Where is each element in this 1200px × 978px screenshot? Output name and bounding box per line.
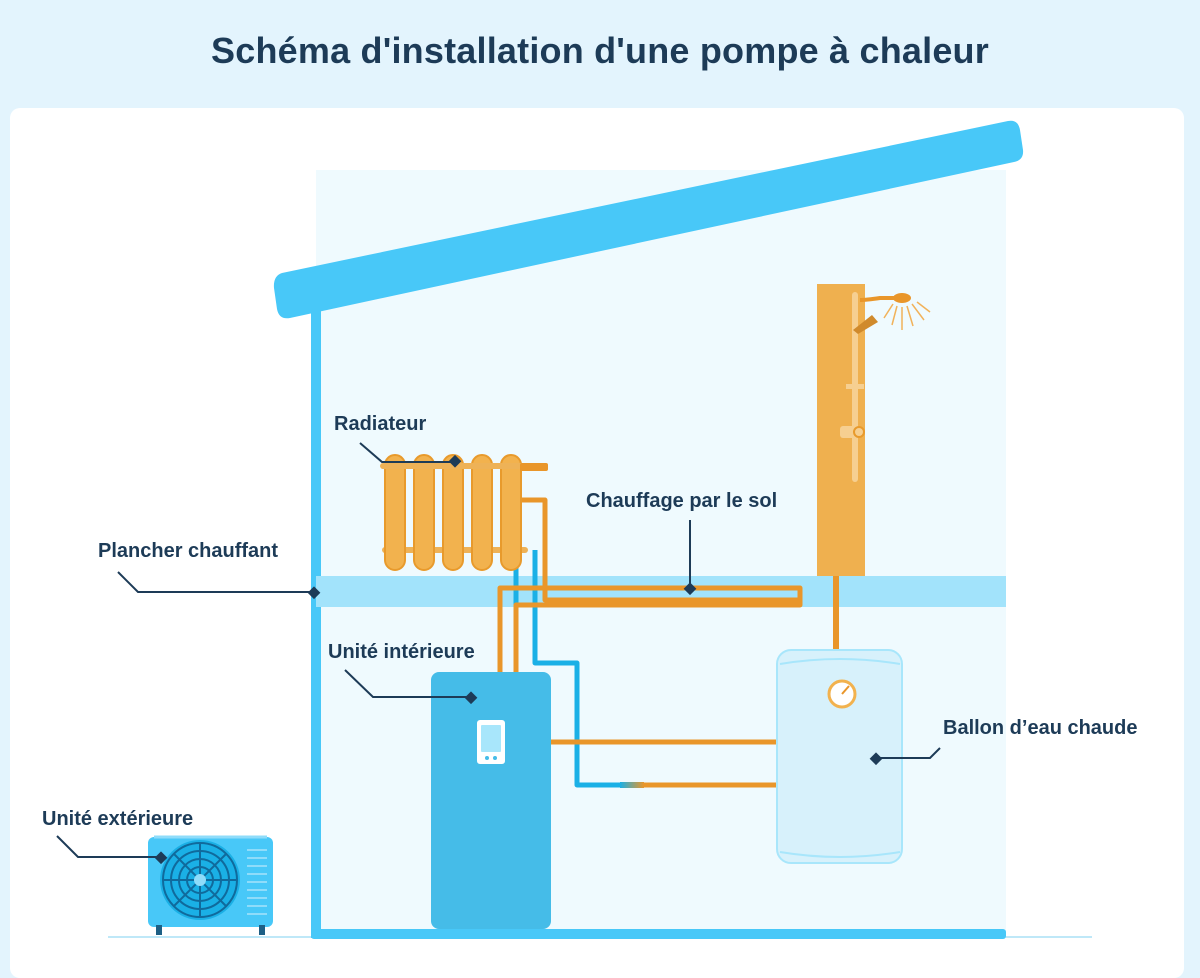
roof [273,120,1024,319]
label-unite-interieure: Unité intérieure [328,641,475,663]
page-title: Schéma d'installation d'une pompe à chal… [211,30,989,71]
label-plancher-chauffant: Plancher chauffant [98,540,278,562]
label-ballon-eau-chaude: Ballon d’eau chaude [943,717,1137,739]
pipe-transition [620,782,644,788]
house-floor [311,929,1006,939]
leader-dots [154,454,883,865]
outdoor-unit [148,835,273,935]
label-radiateur: Radiateur [334,413,426,435]
indoor-unit [431,672,551,929]
label-unite-exterieure: Unité extérieure [42,808,193,830]
pipe-cold-loop [532,550,620,788]
label-chauffage-sol: Chauffage par le sol [586,490,777,512]
shower [817,284,931,576]
leader-lines [56,442,941,858]
hot-water-tank [776,649,903,864]
house-left-wall [311,300,321,938]
pipe-floor-return [513,600,803,672]
